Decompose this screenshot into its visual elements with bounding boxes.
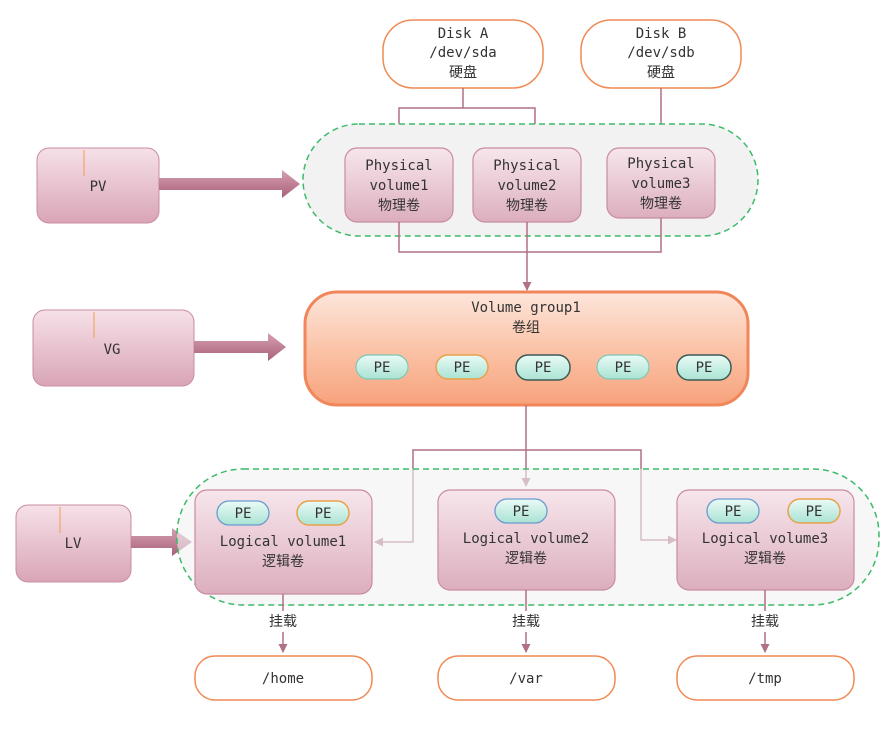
logical-volume-2: PE Logical volume2 逻辑卷 bbox=[437, 489, 616, 591]
vg-pe-3-label: PE bbox=[535, 360, 552, 376]
pv1-line1: Physical bbox=[365, 158, 432, 174]
lv3-pe-1-label: PE bbox=[725, 504, 742, 520]
logical-volume-1: PE PE Logical volume1 逻辑卷 bbox=[194, 489, 373, 595]
mount-home-text: /home bbox=[262, 671, 304, 687]
vg-pe-1-label: PE bbox=[374, 360, 391, 376]
mount-point-home: /home bbox=[194, 655, 373, 701]
vg-pe-1: PE bbox=[355, 354, 409, 380]
volume-group: Volume group1 卷组 PE PE PE PE PE bbox=[303, 290, 750, 407]
disk-a-label: 硬盘 bbox=[449, 64, 477, 81]
lv2-pe-1: PE bbox=[494, 498, 548, 524]
vg-side-text: VG bbox=[104, 342, 121, 358]
pv2-line1: Physical bbox=[493, 158, 560, 174]
disk-b: Disk B /dev/sdb 硬盘 bbox=[580, 19, 742, 89]
side-label-pv: PV bbox=[36, 147, 300, 224]
disk-a-name: Disk A bbox=[438, 26, 489, 42]
physical-volume-3: Physical volume3 物理卷 bbox=[606, 147, 716, 219]
disk-a: Disk A /dev/sda 硬盘 bbox=[382, 19, 544, 89]
mount-label-2: 挂载 bbox=[512, 614, 540, 630]
lv3-pe-2: PE bbox=[787, 498, 841, 524]
pv3-label: 物理卷 bbox=[640, 196, 682, 212]
vg-pe-2: PE bbox=[435, 354, 489, 380]
pv3-line1: Physical bbox=[627, 156, 694, 172]
lv1-pe-2-label: PE bbox=[315, 506, 332, 522]
vg-title: Volume group1 bbox=[471, 300, 581, 316]
mount-point-var: /var bbox=[437, 655, 616, 701]
mount-var-text: /var bbox=[509, 671, 543, 687]
vg-arrow bbox=[194, 333, 286, 361]
pv1-line2: volume1 bbox=[369, 178, 428, 194]
pv1-label: 物理卷 bbox=[378, 198, 420, 214]
mount-label-3: 挂载 bbox=[751, 614, 779, 630]
lv2-pe-1-label: PE bbox=[513, 504, 530, 520]
disk-b-path: /dev/sdb bbox=[627, 45, 694, 61]
vg-pe-4: PE bbox=[596, 354, 650, 380]
logical-volume-3: PE PE Logical volume3 逻辑卷 bbox=[676, 489, 855, 591]
vg-pe-5-label: PE bbox=[696, 360, 713, 376]
lv3-pe-1: PE bbox=[706, 498, 760, 524]
lv3-name: Logical volume3 bbox=[702, 531, 828, 547]
vg-pe-4-label: PE bbox=[615, 360, 632, 376]
vg-pe-2-label: PE bbox=[454, 360, 471, 376]
lv2-label: 逻辑卷 bbox=[505, 551, 547, 567]
disk-b-name: Disk B bbox=[636, 26, 687, 42]
lv1-pe-1-label: PE bbox=[235, 506, 252, 522]
lv-arrow bbox=[131, 528, 192, 556]
mount-label-1: 挂载 bbox=[269, 614, 297, 630]
pv2-line2: volume2 bbox=[497, 178, 556, 194]
vg-pe-5: PE bbox=[676, 354, 732, 381]
pv-arrow bbox=[159, 170, 300, 198]
lv1-label: 逻辑卷 bbox=[262, 554, 304, 570]
mount-connectors bbox=[278, 590, 770, 653]
pv2-label: 物理卷 bbox=[506, 198, 548, 214]
lv1-pe-1: PE bbox=[216, 500, 270, 526]
lv1-name: Logical volume1 bbox=[220, 534, 346, 550]
lv3-pe-2-label: PE bbox=[806, 504, 823, 520]
disk-a-path: /dev/sda bbox=[429, 45, 496, 61]
pv3-line2: volume3 bbox=[631, 176, 690, 192]
lv-side-text: LV bbox=[65, 536, 82, 552]
mount-point-tmp: /tmp bbox=[676, 655, 855, 701]
mount-tmp-text: /tmp bbox=[748, 671, 782, 687]
side-label-vg: VG bbox=[32, 309, 286, 387]
physical-volume-2: Physical volume2 物理卷 bbox=[472, 147, 582, 223]
pv-side-text: PV bbox=[90, 179, 107, 195]
side-label-lv: LV bbox=[15, 504, 192, 583]
pv-to-vg-connectors bbox=[398, 218, 662, 291]
lv2-name: Logical volume2 bbox=[463, 531, 589, 547]
vg-pe-3: PE bbox=[515, 354, 571, 381]
vg-label: 卷组 bbox=[512, 320, 540, 336]
lv3-label: 逻辑卷 bbox=[744, 551, 786, 567]
lv1-pe-2: PE bbox=[296, 500, 350, 526]
disk-b-label: 硬盘 bbox=[647, 64, 675, 81]
physical-volume-1: Physical volume1 物理卷 bbox=[344, 147, 454, 223]
